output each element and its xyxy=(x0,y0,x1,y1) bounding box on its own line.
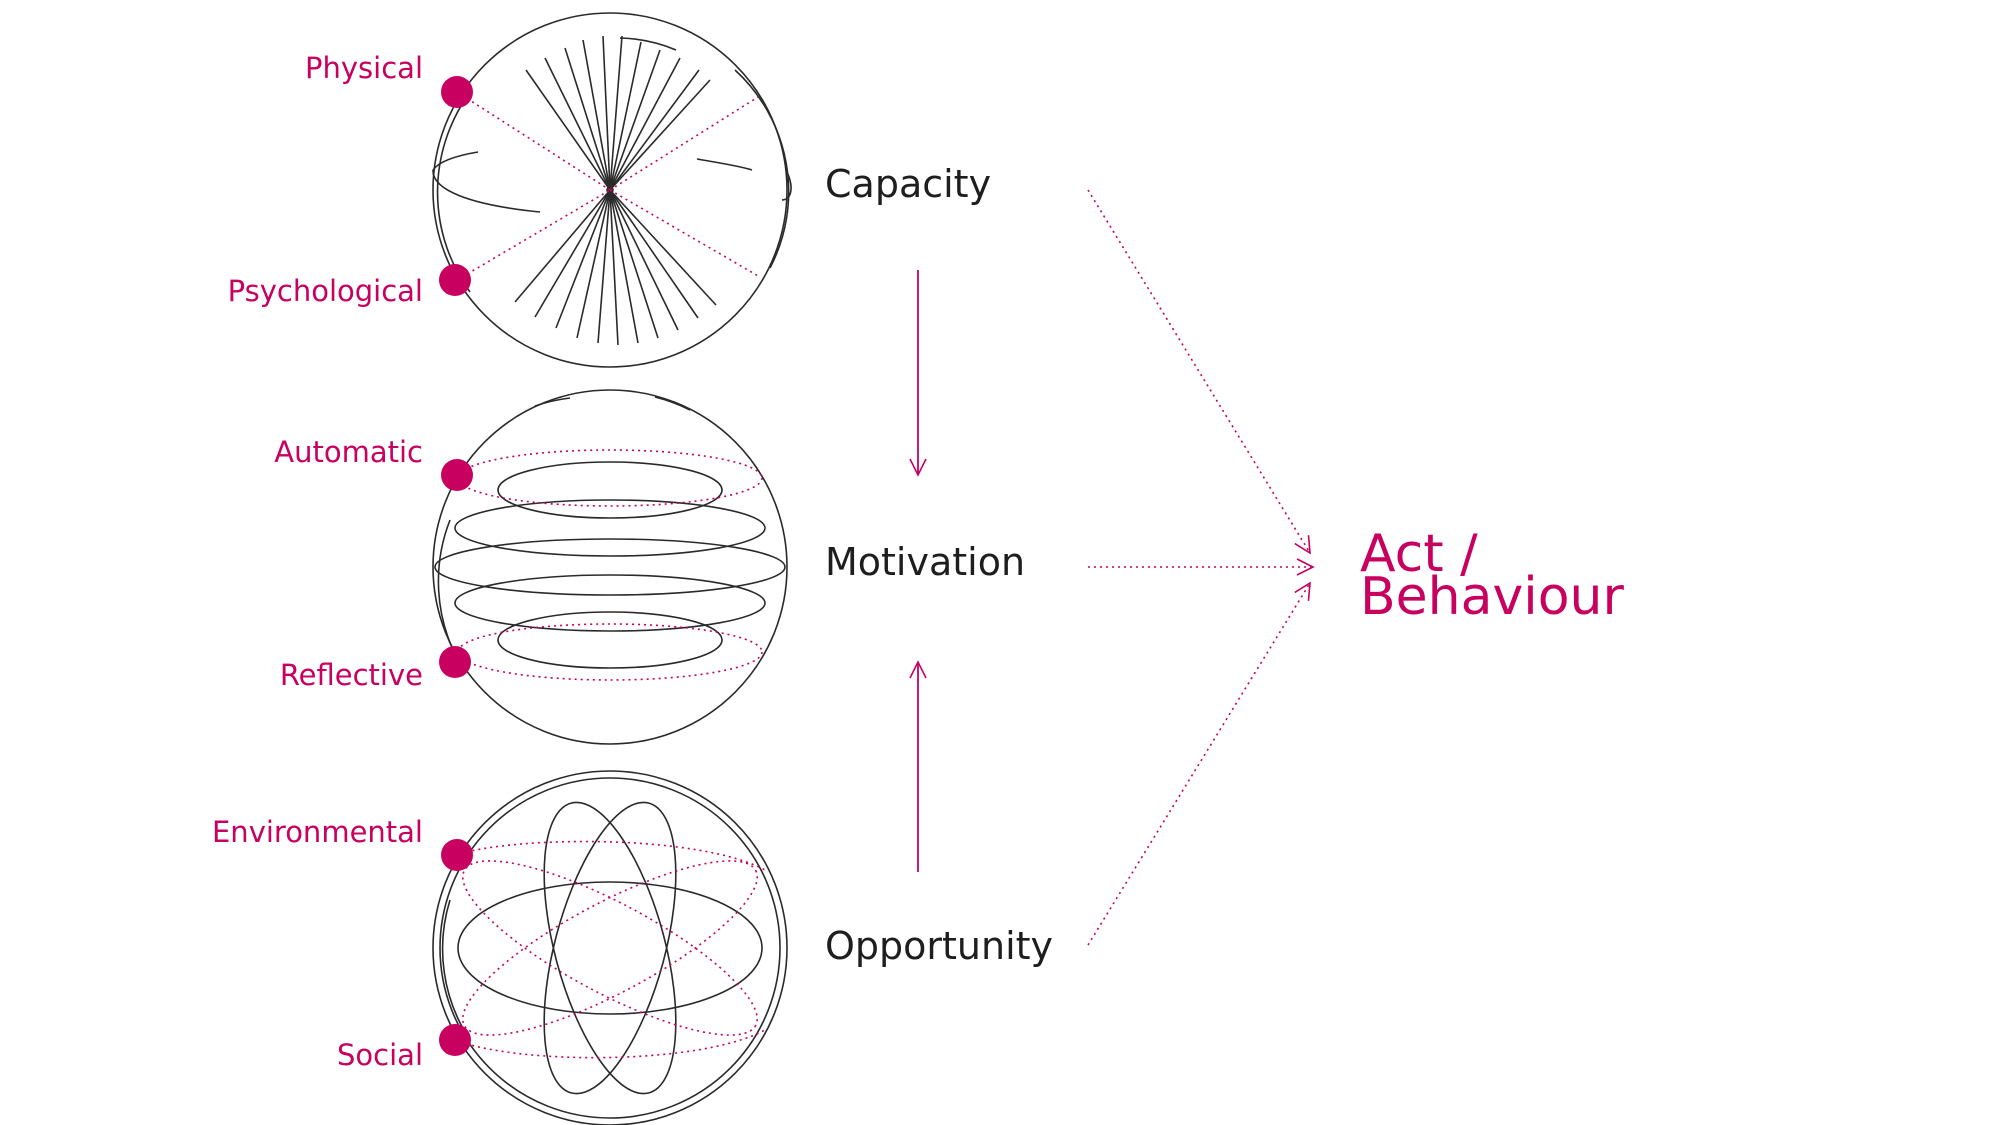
behaviour-arrows xyxy=(1087,189,1315,946)
physical-label: Physical xyxy=(305,51,423,85)
capacity-sphere xyxy=(432,12,792,368)
capacity-dotted-lines xyxy=(456,91,761,281)
psychological-label: Psychological xyxy=(227,274,423,308)
behaviour-label-line1: Act / xyxy=(1360,524,1478,584)
reflective-label: Reflective xyxy=(279,658,423,692)
behaviour-label: Act / Behaviour xyxy=(1360,524,1624,627)
social-node xyxy=(439,1024,471,1056)
motivation-label: Motivation xyxy=(825,540,1026,584)
reflective-node xyxy=(439,646,471,678)
motivation-dotted-rings xyxy=(457,449,763,681)
opportunity-dotted-orbits xyxy=(454,840,766,1059)
capacity-to-behaviour-arrow xyxy=(1087,189,1311,555)
physical-node xyxy=(441,76,473,108)
motivation-sphere xyxy=(432,389,788,745)
psychological-node xyxy=(439,264,471,296)
automatic-node xyxy=(441,459,473,491)
opportunity-sphere xyxy=(432,770,788,1125)
environmental-label: Environmental xyxy=(211,815,423,849)
environmental-node xyxy=(441,839,473,871)
behaviour-label-line2: Behaviour xyxy=(1360,566,1624,627)
opportunity-to-behaviour-arrow xyxy=(1087,581,1311,946)
capacity-radial-lines xyxy=(514,35,717,346)
automatic-label: Automatic xyxy=(274,435,423,469)
opportunity-label: Opportunity xyxy=(825,924,1054,968)
capacity-label: Capacity xyxy=(825,162,992,206)
social-label: Social xyxy=(337,1038,423,1072)
